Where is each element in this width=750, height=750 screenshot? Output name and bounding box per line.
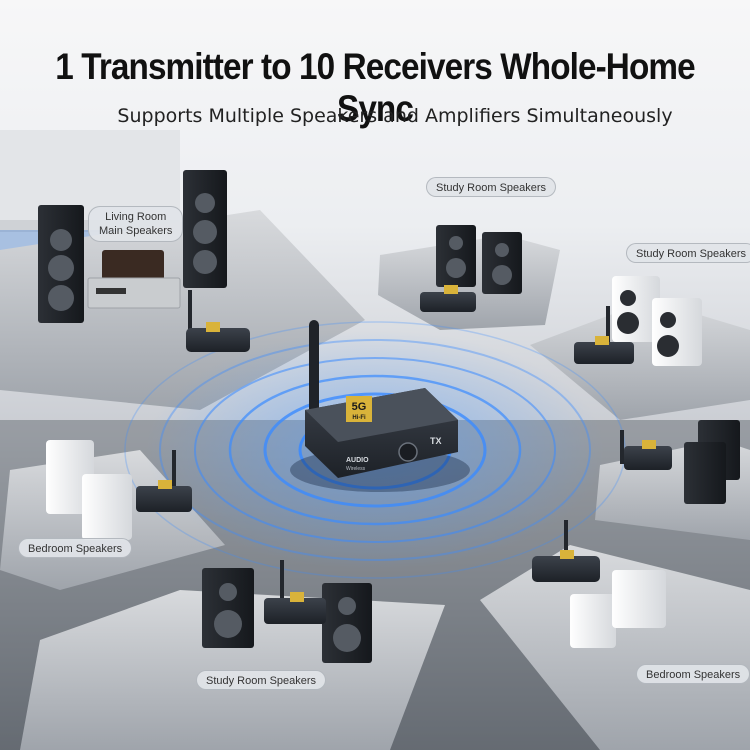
bedroom-right-top-speakers [620,420,740,504]
transmitter: 5G Hi-Fi AUDIO Wireless TX [290,320,470,492]
label-living-room-line1: Living Room [105,211,167,223]
badge-top-text: 5G [352,401,367,413]
volume-knob [398,442,418,462]
label-living-room: Living Room Main Speakers [88,206,184,242]
label-living-room-line2: Main Speakers [99,225,173,237]
antenna [309,320,319,420]
study-right-speakers [574,276,702,366]
bedroom-left-speakers [46,440,192,540]
brand-line2: Wireless [346,466,366,472]
receiver-living-room [186,290,250,352]
label-bedroom-left: Bedroom Speakers [18,538,133,558]
brand-line1: AUDIO [346,457,369,464]
mode-label: TX [430,436,442,446]
label-bedroom-right: Bedroom Speakers [636,664,750,684]
headline-title: 1 Transmitter to 10 Receivers Whole-Home… [55,46,695,129]
study-top-speakers [420,225,522,312]
label-study-room-top: Study Room Speakers [426,177,557,197]
label-study-room-bottom: Study Room Speakers [196,670,327,690]
study-bottom-speakers [202,560,372,663]
bedroom-right-speakers [532,520,666,648]
headline-subtitle: Supports Multiple Speakers and Amplifier… [117,105,673,127]
hifi-badge [346,396,372,422]
living-room-speakers [38,170,227,323]
platform-bedroom-right [480,545,750,750]
label-study-room-right: Study Room Speakers [626,243,750,263]
badge-bottom-text: Hi-Fi [352,415,366,421]
